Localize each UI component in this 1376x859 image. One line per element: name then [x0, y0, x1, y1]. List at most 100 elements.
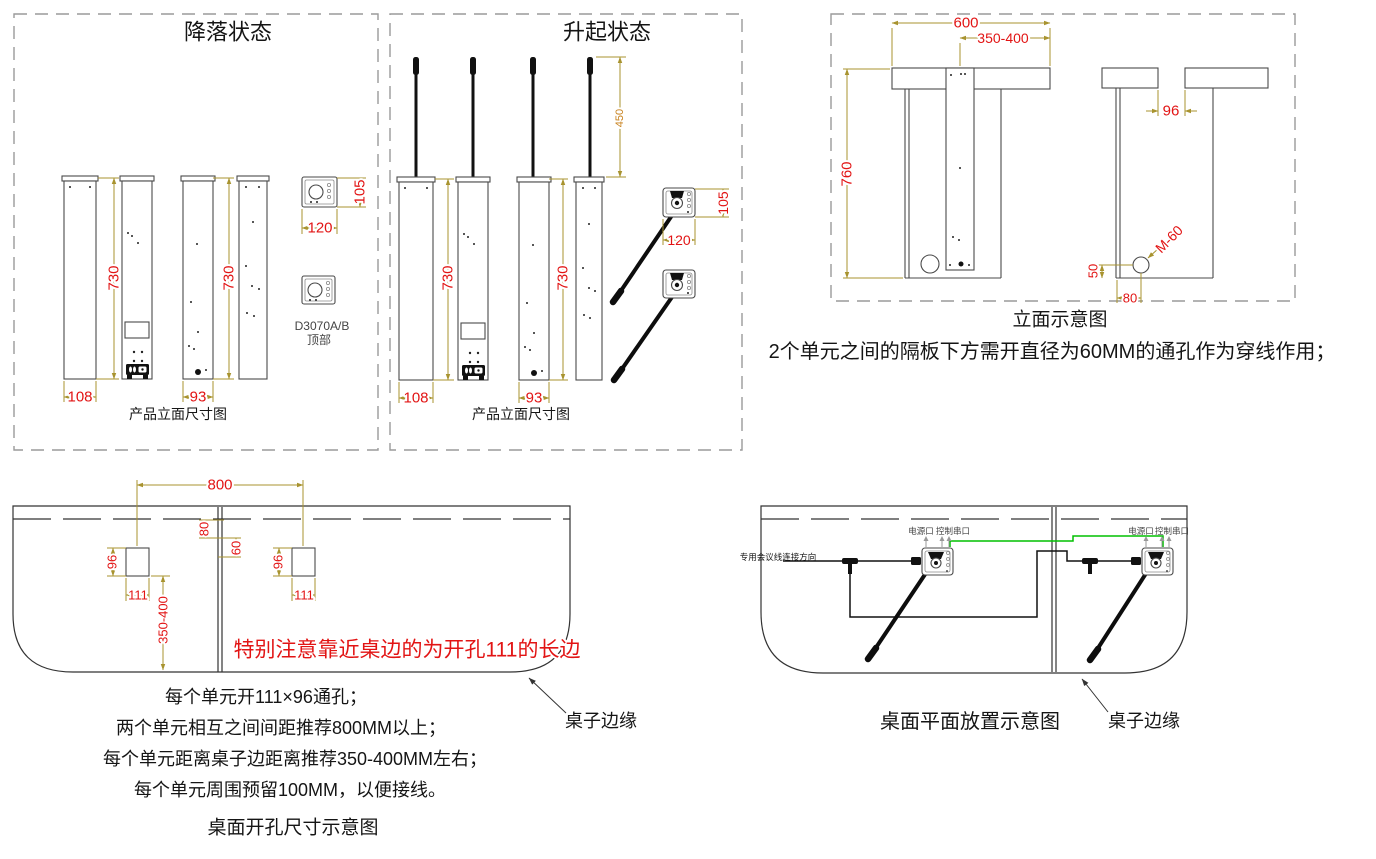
unit-top-view-a	[301, 176, 338, 208]
unit-column-side-a	[119, 175, 155, 380]
dim-50: 50	[1084, 262, 1133, 280]
panel-raised-border	[389, 13, 743, 451]
panel-cutout: 800 80 60 96 111 350-400	[12, 475, 637, 839]
elevation-left-figure	[891, 67, 1051, 279]
dim-111-hole2: 111	[291, 578, 316, 605]
dim-96-hole2: 96	[269, 547, 292, 577]
dim-105-a-label: 105	[352, 179, 369, 204]
dim-730-raised-b-label: 730	[555, 265, 572, 290]
dim-93-raised-label: 93	[526, 390, 543, 407]
dim-730-b-label: 730	[221, 265, 238, 290]
dim-730-b: 730	[213, 177, 240, 380]
table-edge-label-placement: 桌子边缘	[1108, 711, 1180, 731]
panel-lowered-caption: 产品立面尺寸图	[129, 406, 227, 422]
dim-60-cutout-label: 60	[229, 541, 244, 555]
dim-350-400-cutout: 350-400	[151, 575, 173, 671]
placement-unit-2	[1086, 547, 1174, 664]
dim-450-label: 450	[614, 109, 626, 127]
dim-93-a: 93	[182, 381, 214, 408]
panel-raised-title: 升起状态	[563, 20, 651, 45]
dim-111-hole1-label: 111	[128, 588, 148, 603]
dim-350-400-elevation-label: 350-400	[977, 30, 1029, 46]
dim-96-slot-label: 96	[1163, 103, 1180, 120]
dim-350-400-cutout-label: 350-400	[156, 596, 171, 644]
unit2-serial-port-label: 控制串口	[1155, 526, 1189, 536]
dim-730-raised-a: 730	[433, 178, 459, 381]
unit-column-front-a	[61, 175, 99, 380]
dim-350-400-elevation: 350-400	[959, 28, 1051, 66]
unit-column-front-b	[180, 175, 216, 380]
dim-50-label: 50	[1086, 264, 1101, 278]
dim-93-raised: 93	[518, 382, 550, 409]
raised-column-front-b	[516, 176, 552, 381]
dim-120-raised-label: 120	[667, 232, 691, 248]
raised-column-front-a	[396, 176, 436, 381]
device-top-label: 顶部	[307, 332, 331, 347]
dim-800: 800	[136, 475, 304, 546]
dim-730-raised-b: 730	[549, 178, 574, 381]
dim-80-cutout-label: 80	[197, 522, 212, 536]
table-outline-cutout	[12, 505, 571, 673]
dim-120-a-label: 120	[307, 220, 332, 237]
panel-raised-state: 升起状态 730	[389, 13, 743, 451]
dim-60-cutout: 60	[218, 537, 246, 558]
cutout-note-1: 每个单元开111×96通孔；	[165, 687, 367, 707]
table-edge-callout-placement: 桌子边缘	[1081, 678, 1180, 731]
dim-108-a: 108	[63, 381, 97, 408]
dim-93-a-label: 93	[190, 389, 207, 406]
unit2-port-indicators	[1143, 536, 1172, 547]
dim-105-raised: 105	[695, 188, 733, 218]
unit1-port-indicators	[923, 536, 952, 547]
dim-111-hole1: 111	[125, 578, 150, 605]
cutout-note-2: 两个单元相互之间间距推荐800MM以上；	[116, 718, 446, 738]
raised-top-view-a	[609, 187, 696, 306]
microphone-antennas	[413, 57, 593, 178]
dim-80-elevation: 80	[1116, 273, 1142, 308]
panel-placement: 电源口 控制串口 电源口 控制串口 专用会议线连接方向 桌面平面放置示意图 桌子…	[740, 505, 1189, 733]
cutout-note-4: 每个单元周围预留100MM，以便接线。	[134, 780, 446, 800]
table-outline-placement	[760, 505, 1188, 674]
dim-730-raised-a-label: 730	[440, 265, 457, 290]
cutout-hole-2	[291, 547, 316, 577]
power-connector-plate	[126, 364, 149, 379]
elevation-right-figure	[1101, 67, 1269, 279]
raised-top-view-b	[610, 269, 696, 384]
cutout-note-3: 每个单元距离桌子边距离推荐350-400MM左右；	[103, 749, 487, 769]
raised-column-side-a	[455, 176, 491, 381]
panel-elevation-note: 2个单元之间的隔板下方需开直径为60MM的通孔作为穿线作用；	[769, 340, 1336, 363]
panel-lowered-state: 降落状态 730	[13, 13, 379, 451]
control-serial-wire	[949, 535, 1164, 547]
unit-top-view-b	[301, 275, 336, 305]
unit1-serial-port-label: 控制串口	[936, 526, 970, 536]
dim-105-a: 105	[337, 177, 371, 208]
dim-600: 600	[891, 13, 1051, 66]
panel-elevation-border	[830, 13, 1296, 302]
panel-elevation-caption: 立面示意图	[1012, 309, 1107, 331]
dim-600-label: 600	[953, 15, 978, 32]
dim-108-a-label: 108	[67, 389, 92, 406]
dim-120-a: 120	[301, 209, 338, 239]
placement-unit-1	[864, 547, 954, 663]
dim-96-slot: 96	[1146, 90, 1197, 122]
dim-450: 450	[596, 56, 628, 178]
dim-108-raised-label: 108	[403, 390, 428, 407]
table-edge-callout-cutout: 桌子边缘	[528, 677, 637, 731]
dim-108-raised: 108	[398, 382, 434, 409]
unit-column-side-b	[236, 175, 270, 380]
power-connector-plate-raised	[462, 365, 485, 380]
dim-96-hole2-label: 96	[271, 555, 286, 569]
dim-111-hole2-label: 111	[294, 588, 314, 603]
panel-lowered-title: 降落状态	[184, 20, 272, 45]
table-edge-label-cutout: 桌子边缘	[565, 711, 637, 731]
panel-raised-caption: 产品立面尺寸图	[472, 406, 570, 422]
dim-730-a-label: 730	[106, 265, 123, 290]
dim-760: 760	[837, 68, 903, 279]
dim-730-a: 730	[96, 177, 125, 380]
unit1-power-port-label: 电源口	[908, 526, 934, 536]
dim-105-raised-label: 105	[715, 191, 731, 215]
device-model-label: D3070A/B	[295, 319, 350, 333]
cutout-hole-1	[125, 547, 150, 577]
dim-80-elevation-label: 80	[1123, 291, 1137, 306]
dim-96-hole1-label: 96	[105, 555, 120, 569]
